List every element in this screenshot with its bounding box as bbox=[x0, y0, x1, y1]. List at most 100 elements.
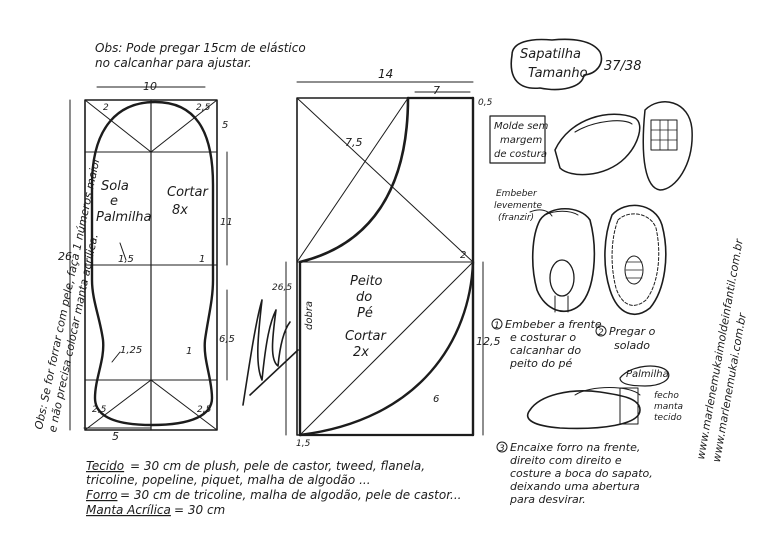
embeber-line1: Embeber bbox=[496, 189, 538, 199]
slipper-side-view bbox=[554, 113, 641, 176]
step1-line3: calcanhar do bbox=[510, 344, 581, 357]
slipper-top-view bbox=[642, 101, 693, 191]
sole-outline bbox=[90, 100, 215, 427]
step3-line4: deixando uma abertura bbox=[510, 480, 640, 493]
slipper-top-hatch bbox=[650, 119, 678, 151]
upper-dim-125: 12,5 bbox=[476, 335, 501, 348]
upper-label-a: Peito bbox=[350, 274, 383, 289]
sole-dim-5: 5 bbox=[222, 120, 228, 131]
sole-label-a: Sola bbox=[101, 179, 129, 194]
molde-line3: de costura bbox=[494, 149, 547, 160]
molde-line2: margem bbox=[500, 135, 542, 146]
step2-badge bbox=[595, 325, 607, 337]
materials-forro-label: Forro bbox=[86, 488, 117, 502]
sole-dim-width: 10 bbox=[143, 80, 157, 93]
step1-outline bbox=[531, 208, 596, 313]
sole-125-pointer bbox=[111, 351, 121, 363]
sole-dim-65: 6,5 bbox=[219, 334, 235, 345]
upper-curve bbox=[298, 96, 410, 264]
sole-cut-a: Cortar bbox=[167, 185, 209, 200]
upper-label-b: do bbox=[356, 290, 372, 305]
sole-dim-25-top: 2,5 bbox=[196, 103, 211, 113]
step3-sketch: Palmilha bbox=[526, 365, 670, 430]
materials-tecido-text2: tricoline, popeline, piquet, malha de al… bbox=[86, 473, 371, 487]
molde-note-box bbox=[489, 115, 546, 164]
designer-signature bbox=[242, 299, 299, 406]
materials-tecido-text: = 30 cm de plush, pele de castor, tweed,… bbox=[130, 459, 425, 473]
upper-dim-6: 6 bbox=[433, 394, 439, 405]
upper-diagonal-2 bbox=[296, 97, 409, 263]
title-line1: Sapatilha bbox=[520, 47, 581, 62]
upper-dim-2: 2 bbox=[460, 250, 466, 261]
step1-gather bbox=[544, 210, 579, 216]
upper-diagonal-3 bbox=[299, 261, 474, 436]
step2-sketch bbox=[604, 204, 667, 315]
sole-dim-1-top: 1 bbox=[199, 254, 205, 265]
sole-dim-15: 1,5 bbox=[118, 254, 134, 265]
materials-forro-text: = 30 cm de tricoline, malha de algodão, … bbox=[120, 488, 462, 502]
step1-heel-seam bbox=[554, 295, 569, 313]
molde-line1: Molde sem bbox=[494, 121, 549, 132]
upper-dim-05: 0,5 bbox=[478, 98, 493, 108]
slipper-side-seam bbox=[574, 120, 633, 133]
step3-badge bbox=[496, 441, 508, 453]
palmilha-tag: Palmilha bbox=[626, 369, 669, 380]
step3-line5: para desvirar. bbox=[509, 493, 586, 506]
sole-cut-b: 8x bbox=[172, 203, 188, 218]
step1-line4: peito do pé bbox=[509, 357, 573, 370]
title-block: Sapatilha Tamanho 37/38 bbox=[510, 38, 641, 91]
step1-opening bbox=[549, 259, 575, 297]
websites: www.marlenemukaimoldeinfantil.com.br www… bbox=[694, 237, 749, 464]
materials-manta-label: Manta Acrílica bbox=[86, 503, 171, 517]
materials-manta-text: = 30 cm bbox=[174, 503, 225, 517]
upper-dobra-label: dobra bbox=[304, 301, 315, 330]
fecho-line1: fecho bbox=[654, 391, 679, 401]
molde-note: Molde sem margem de costura bbox=[489, 115, 549, 164]
embeber-note: Embeber levemente (franzir) bbox=[494, 189, 553, 223]
step3-slipper bbox=[526, 390, 641, 430]
materials-list: Tecido = 30 cm de plush, pele de castor,… bbox=[86, 459, 462, 517]
upper-cut-b: 2x bbox=[353, 345, 369, 360]
sole-label-b: e bbox=[110, 194, 118, 209]
step1-line2: e costurar o bbox=[510, 331, 576, 344]
step1-number: 1 bbox=[494, 321, 500, 331]
sole-diag-tr bbox=[150, 99, 218, 153]
upper-cut-a: Cortar bbox=[345, 329, 387, 344]
sole-dim-height: 26 bbox=[58, 250, 72, 263]
title-cloud bbox=[510, 38, 603, 91]
sole-label-c: Palmilha bbox=[96, 210, 152, 225]
embeber-pointer bbox=[529, 209, 553, 217]
title-line2: Tamanho bbox=[528, 66, 588, 81]
step2-line1: Pregar o bbox=[609, 325, 656, 338]
sole-dim-125: 1,25 bbox=[120, 345, 142, 356]
sole-diag-bl bbox=[84, 379, 152, 431]
step2-outline bbox=[604, 204, 667, 315]
step1-line1: Embeber a frente bbox=[505, 318, 602, 331]
step2-number: 2 bbox=[598, 328, 604, 338]
upper-pattern: 14 7 0,5 7,5 2 26,5 12,5 6 1,5 Peito do … bbox=[272, 67, 501, 449]
upper-dim-75: 7,5 bbox=[345, 136, 363, 149]
sole-dim-25-br: 2,5 bbox=[197, 405, 212, 415]
side-note: Obs: Se for forrar com pele, faça 1 núme… bbox=[32, 155, 103, 433]
upper-outer-curve bbox=[298, 260, 475, 437]
embeber-line2: levemente bbox=[494, 201, 542, 211]
upper-dim-14: 14 bbox=[378, 67, 393, 81]
sole-dim-25-bl: 2,5 bbox=[92, 405, 107, 415]
step3-insole bbox=[619, 387, 639, 425]
step3-line1: Encaixe forro na frente, bbox=[510, 441, 640, 454]
sole-diag-tl bbox=[84, 99, 152, 153]
fecho-line3: tecido bbox=[654, 413, 682, 423]
sole-dim-bottom-5: 5 bbox=[112, 430, 119, 443]
sole-dim-2-top: 2 bbox=[103, 103, 109, 113]
upper-label-c: Pé bbox=[357, 306, 373, 321]
sole-pattern: Sola e Palmilha Cortar 8x 10 26 2 2,5 5 … bbox=[58, 80, 235, 443]
step3-line2: direito com direito e bbox=[510, 454, 622, 467]
step3-number: 3 bbox=[499, 444, 505, 454]
step3-line3: costure a boca do sapato, bbox=[510, 467, 653, 480]
header-note-line1: Obs: Pode pregar 15cm de elástico bbox=[95, 41, 306, 55]
upper-bounding-rect bbox=[296, 97, 474, 436]
step1-sketch bbox=[531, 208, 596, 313]
step1-badge bbox=[491, 318, 503, 330]
